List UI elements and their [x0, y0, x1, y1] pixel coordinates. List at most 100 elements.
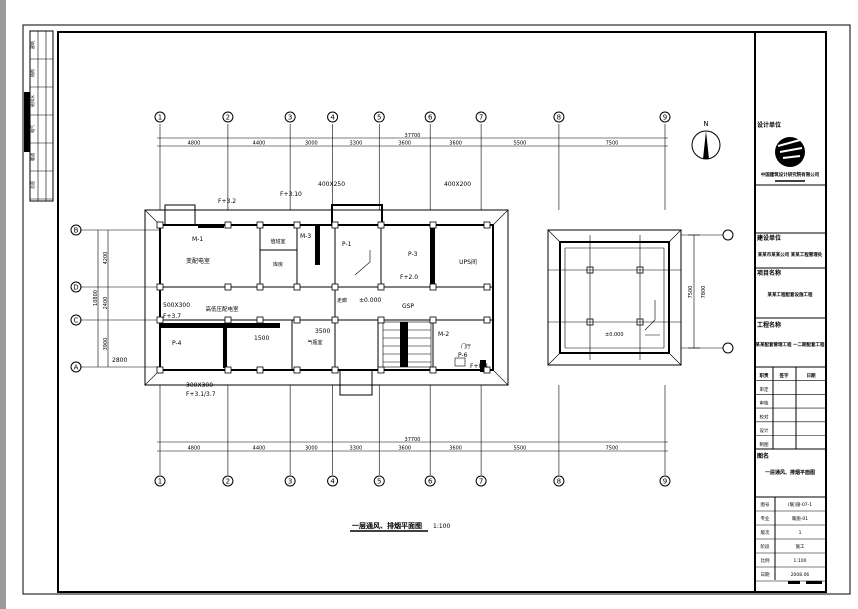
column — [429, 316, 437, 324]
drawing-title: 一层通风、排烟平面图 — [352, 521, 422, 530]
annotation: F+0.4 — [470, 363, 488, 370]
sign-row-label: 设计 — [760, 427, 769, 434]
column — [483, 316, 491, 324]
row-dimension: 3900 — [103, 338, 109, 351]
column — [377, 283, 385, 291]
span-dimension: 7500 — [606, 446, 619, 452]
total-dimension: 37700 — [405, 133, 421, 139]
north-label: N — [703, 120, 708, 128]
axis-label: 7 — [479, 114, 483, 122]
column — [483, 283, 491, 291]
column — [293, 221, 301, 229]
total-dimension: 37700 — [405, 437, 421, 443]
annotation: 400X200 — [444, 181, 471, 188]
design-unit-label: 设计单位 — [757, 121, 781, 129]
room-label: GSP — [402, 303, 414, 310]
annotation: M-2 — [438, 331, 449, 338]
column — [483, 366, 491, 374]
axis-bubble — [424, 475, 436, 487]
axis-label: B — [74, 227, 79, 235]
column — [156, 316, 164, 324]
inner-frame — [57, 31, 827, 593]
axis-bubble — [222, 111, 234, 123]
annotation: P-1 — [342, 241, 352, 248]
axis-label: 6 — [428, 114, 433, 122]
column — [224, 221, 232, 229]
left-gutter — [0, 0, 6, 609]
info-value: 1 — [799, 530, 802, 536]
info-value: (暖)施-07-1 — [788, 501, 812, 508]
span-dimension: 3600 — [449, 446, 462, 452]
axis-bubble — [70, 224, 82, 236]
annotation: F+3.2 — [218, 198, 236, 205]
column — [224, 366, 232, 374]
column — [483, 221, 491, 229]
span-dimension: 3600 — [398, 446, 411, 452]
room-label: 走廊 — [337, 297, 347, 304]
axis-bubble — [553, 475, 565, 487]
axis-bubble — [70, 361, 82, 373]
span-dimension: 4400 — [253, 446, 266, 452]
column — [331, 283, 339, 291]
annotation: P-4 — [172, 340, 182, 347]
annotation: F+2.0 — [400, 274, 418, 281]
axis-bubble — [284, 111, 296, 123]
sign-header: 职责 — [760, 372, 769, 379]
axis-bubble — [553, 111, 565, 123]
span-dimension: 3600 — [449, 141, 462, 147]
span-dimension: 4800 — [188, 446, 201, 452]
axis-label: 4 — [330, 478, 335, 486]
work-name: 某某配套管理工程 一二期配套工程 — [754, 341, 825, 348]
axis-bubble — [154, 111, 166, 123]
info-label: 版次 — [761, 529, 770, 536]
strip-cell: 电气 — [29, 125, 35, 133]
annex-elevation: ±0.000 — [605, 332, 624, 338]
axis-label: 3 — [288, 114, 292, 122]
annotation: 400X250 — [318, 181, 345, 188]
axis-bubble — [222, 475, 234, 487]
axis-bubble — [327, 111, 339, 123]
annotation: 500X300 — [163, 302, 190, 309]
annotation: F+3.1/3.7 — [186, 391, 216, 398]
strip-cell: 给排水 — [29, 95, 35, 107]
info-value: 暖施-01 — [792, 515, 808, 522]
annotation: M-1 — [192, 236, 203, 243]
axis-bubble — [284, 475, 296, 487]
column — [377, 221, 385, 229]
column — [293, 283, 301, 291]
info-label: 日期 — [761, 572, 770, 578]
column — [429, 283, 437, 291]
row-dimension: 2400 — [103, 297, 109, 310]
annotation: 3500 — [315, 328, 330, 335]
axis-label: 9 — [663, 114, 667, 122]
annotation: P-6 — [458, 352, 468, 359]
column — [224, 283, 232, 291]
strip-cell: 建筑 — [29, 41, 35, 49]
sign-row-label: 审核 — [760, 400, 769, 407]
span-dimension: 3300 — [350, 446, 363, 452]
company-logo-icon — [775, 137, 805, 167]
room-label: 门厅 — [461, 343, 471, 350]
axis-label: 1 — [158, 114, 162, 122]
annotation: 2800 — [112, 357, 127, 364]
drawing-name: 一层通风、排烟平面图 — [765, 469, 815, 476]
info-label: 阶段 — [761, 543, 770, 550]
room-label: 库房 — [273, 261, 283, 268]
span-dimension: 3000 — [305, 141, 318, 147]
row-dimension: 4200 — [103, 252, 109, 265]
sign-header: 签字 — [779, 372, 789, 379]
column — [224, 316, 232, 324]
column — [429, 221, 437, 229]
annotation: P-3 — [408, 251, 418, 258]
axis-label: 4 — [330, 114, 335, 122]
axis-label: 8 — [557, 478, 561, 486]
strip-cell: 暖通 — [29, 153, 35, 161]
annotation: F+3.10 — [280, 191, 302, 198]
axis-label: 7 — [479, 478, 483, 486]
span-dimension: 3000 — [305, 446, 318, 452]
column — [331, 221, 339, 229]
axis-label: 6 — [428, 478, 433, 486]
axis-bubble — [659, 111, 671, 123]
